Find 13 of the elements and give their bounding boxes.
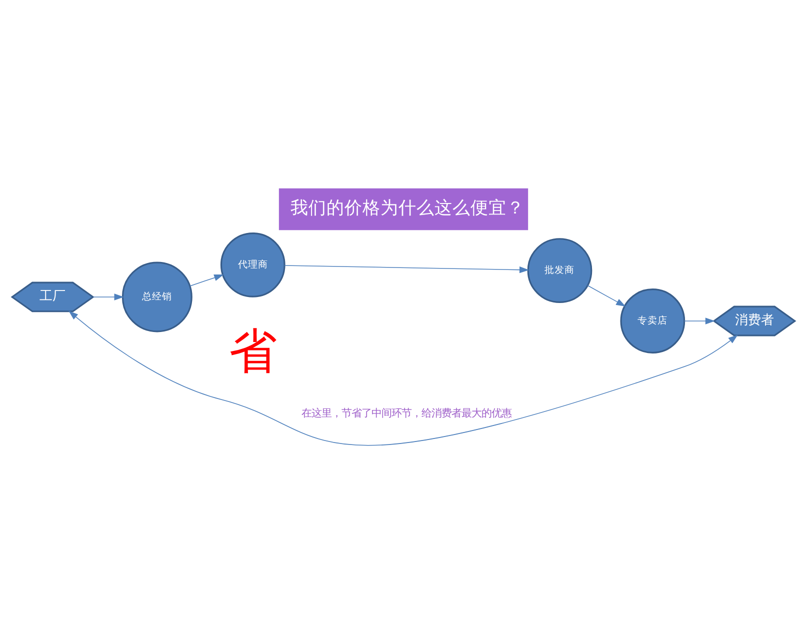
node-circle: 专卖店 [620,288,686,354]
arrow [92,294,124,300]
arrow [190,274,224,286]
arrow [684,318,715,324]
edge-label: 在这里，节省了中间环节，给消费者最大的优惠 [301,408,512,420]
diagram-title: 我们的价格为什么这么便宜？ [290,198,525,219]
label: 省 [228,323,277,380]
arrow [284,265,530,274]
arrow [68,310,738,446]
node-circle: 总经销 [122,262,192,332]
node-circle: 批发商 [527,238,592,303]
node-circle: 代理商 [220,232,286,298]
arrow [587,285,626,307]
